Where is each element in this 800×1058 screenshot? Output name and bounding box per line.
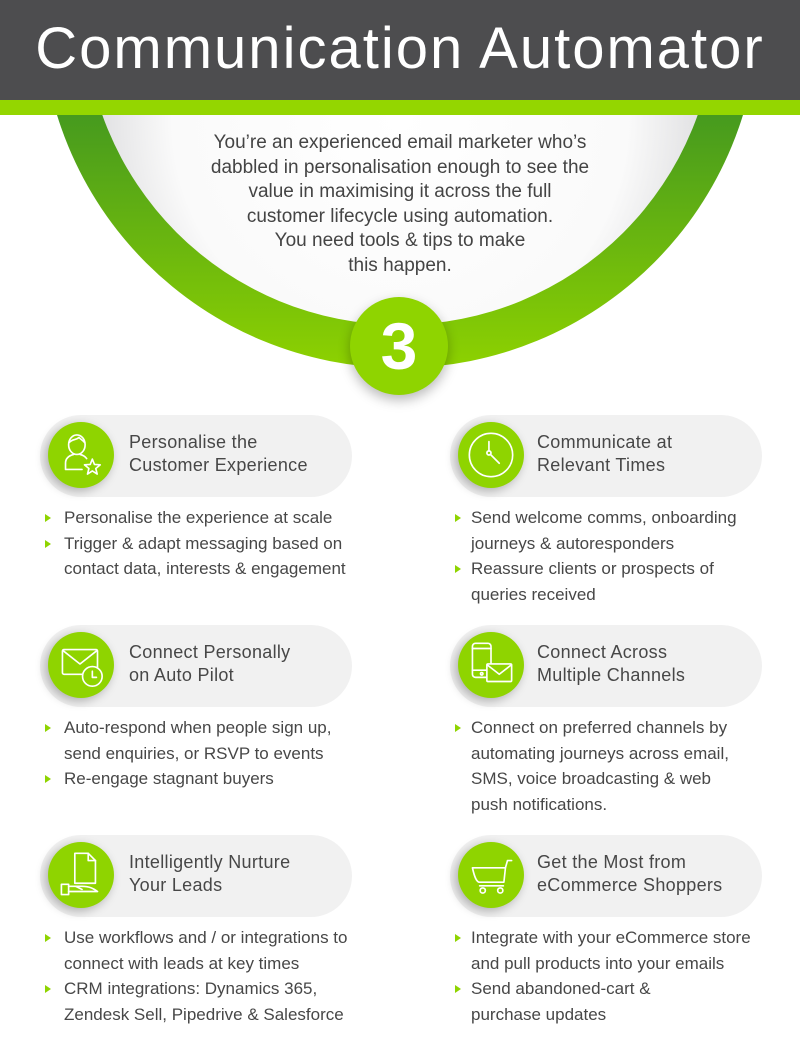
bullet-triangle-icon	[455, 514, 461, 522]
green-arc-graphic	[57, 115, 743, 368]
bullet-list: Connect on preferred channels by automat…	[450, 715, 790, 817]
feature-nurture-leads: Intelligently Nurture Your Leads Use wor…	[40, 835, 370, 1055]
bullet-triangle-icon	[455, 724, 461, 732]
bullet-text: Auto-respond when people sign up,	[64, 718, 332, 737]
bullet-text: Send welcome comms, onboarding	[471, 508, 737, 527]
shopping-cart-icon	[458, 842, 524, 908]
bullet-text: Trigger & adapt messaging based on	[64, 533, 343, 553]
feature-title: Get the Most from eCommerce Shoppers	[537, 851, 722, 897]
feature-title-line: on Auto Pilot	[129, 665, 234, 685]
feature-title-line: Relevant Times	[537, 455, 666, 475]
intro-line: You’re an experienced email marketer who…	[213, 132, 587, 153]
bullet-text: queries received	[471, 584, 596, 604]
bullet-item: Trigger & adapt messaging based on conta…	[40, 531, 380, 582]
bullet-text: and pull products into your emails	[471, 953, 725, 973]
bullet-list: Personalise the experience at scale Trig…	[40, 505, 380, 582]
intro-text: You’re an experienced email marketer who…	[100, 131, 700, 279]
bullet-text: Zendesk Sell, Pipedrive & Salesforce	[64, 1004, 344, 1024]
phone-mail-icon	[458, 632, 524, 698]
feature-personalise: Personalise the Customer Experience Pers…	[40, 415, 370, 635]
feature-title: Connect Personally on Auto Pilot	[129, 641, 291, 687]
bullet-item: Re-engage stagnant buyers	[40, 766, 380, 792]
bullet-text: Send abandoned-cart &	[471, 979, 651, 998]
feature-title-line: Get the Most from	[537, 852, 687, 872]
bullet-triangle-icon	[45, 775, 51, 783]
feature-title-line: Communicate at	[537, 432, 673, 452]
bullet-triangle-icon	[455, 565, 461, 573]
bullet-item: Integrate with your eCommerce store and …	[450, 925, 790, 976]
step-number: 3	[380, 309, 418, 383]
feature-title: Personalise the Customer Experience	[129, 431, 308, 477]
feature-title-line: Customer Experience	[129, 455, 308, 475]
bullet-text: connect with leads at key times	[64, 953, 300, 973]
bullet-text: automating journeys across email,	[471, 743, 729, 763]
bullet-triangle-icon	[45, 539, 51, 548]
bullet-text: SMS, voice broadcasting & web	[471, 769, 712, 788]
bullet-triangle-icon	[455, 934, 461, 942]
feature-multiple-channels: Connect Across Multiple Channels Connect…	[450, 625, 780, 845]
bullet-triangle-icon	[455, 985, 461, 993]
mail-clock-icon	[48, 632, 114, 698]
feature-title-line: Personalise the	[129, 432, 258, 452]
bullet-text: Use workflows and / or integrations to	[64, 928, 348, 947]
person-star-icon	[48, 422, 114, 488]
feature-auto-pilot: Connect Personally on Auto Pilot Auto-re…	[40, 625, 370, 845]
intro-line: You need tools & tips to make	[274, 230, 526, 252]
bullet-text: Reassure clients or prospects of	[471, 559, 714, 578]
feature-title-line: Your Leads	[129, 875, 223, 895]
bullet-triangle-icon	[45, 724, 51, 732]
document-hand-icon	[48, 842, 114, 908]
header-accent-stripe	[0, 100, 800, 115]
bullet-list: Use workflows and / or integrations to c…	[40, 925, 380, 1027]
feature-title: Communicate at Relevant Times	[537, 431, 672, 477]
feature-title: Connect Across Multiple Channels	[537, 641, 685, 687]
bullet-text: Re-engage stagnant buyers	[64, 769, 274, 788]
feature-ecommerce: Get the Most from eCommerce Shoppers Int…	[450, 835, 780, 1055]
bullet-item: Connect on preferred channels by automat…	[450, 715, 790, 817]
bullet-text: contact data, interests & engagement	[64, 559, 346, 578]
bullet-text: Integrate with your eCommerce store	[471, 928, 751, 947]
bullet-text: Personalise the experience at scale	[64, 508, 333, 527]
header-bar: Communication Automator	[0, 0, 800, 100]
feature-title-line: Intelligently Nurture	[129, 852, 291, 872]
bullet-item: Use workflows and / or integrations to c…	[40, 925, 380, 976]
bullet-item: Send welcome comms, onboarding journeys …	[450, 505, 790, 556]
bullet-item: Send abandoned-cart & purchase updates	[450, 976, 790, 1027]
intro-line: customer lifecycle using automation.	[246, 205, 554, 227]
feature-title-line: Connect Across	[537, 642, 668, 662]
bullet-item: Personalise the experience at scale	[40, 505, 380, 531]
bullet-text: purchase updates	[471, 1004, 607, 1024]
feature-title-line: eCommerce Shoppers	[537, 875, 723, 895]
feature-title-line: Connect Personally	[129, 642, 291, 662]
bullet-triangle-icon	[45, 934, 51, 942]
bullet-text: push notifications.	[471, 794, 608, 814]
feature-relevant-times: Communicate at Relevant Times Send welco…	[450, 415, 780, 635]
bullet-triangle-icon	[45, 985, 51, 993]
bullet-item: Reassure clients or prospects of queries…	[450, 556, 790, 607]
bullet-text: CRM integrations: Dynamics 365,	[64, 979, 318, 998]
bullet-text: Connect on preferred channels by	[471, 718, 728, 737]
intro-line: this happen.	[348, 254, 452, 276]
bullet-item: CRM integrations: Dynamics 365, Zendesk …	[40, 976, 380, 1027]
bullet-text: journeys & autoresponders	[471, 533, 675, 553]
bullet-triangle-icon	[45, 514, 51, 522]
feature-title-line: Multiple Channels	[537, 665, 686, 685]
bullet-list: Integrate with your eCommerce store and …	[450, 925, 790, 1027]
feature-title: Intelligently Nurture Your Leads	[129, 851, 290, 897]
bullet-list: Send welcome comms, onboarding journeys …	[450, 505, 790, 607]
intro-line: dabbled in personalisation enough to see…	[210, 156, 590, 178]
bullet-text: send enquiries, or RSVP to events	[64, 743, 324, 763]
step-number-badge: 3	[350, 297, 448, 395]
clock-icon	[458, 422, 524, 488]
bullet-item: Auto-respond when people sign up, send e…	[40, 715, 380, 766]
bullet-list: Auto-respond when people sign up, send e…	[40, 715, 380, 792]
intro-line: value in maximising it across the full	[248, 181, 552, 203]
page-title: Communication Automator	[35, 16, 765, 81]
